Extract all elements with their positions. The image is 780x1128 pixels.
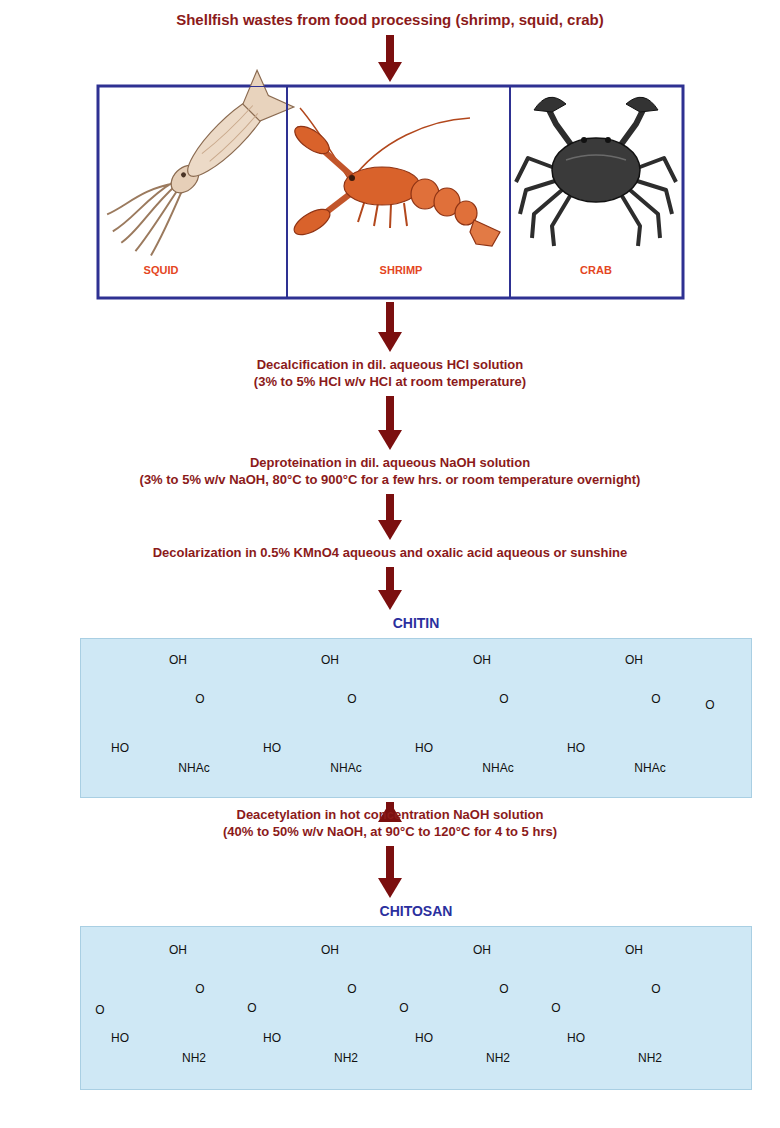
squid-illustration — [100, 67, 297, 264]
shrimp-illustration — [349, 175, 355, 181]
atom-label: O — [94, 1003, 105, 1017]
step-text: Deproteination in dil. aqueous NaOH solu… — [20, 454, 760, 471]
arrow-shaft — [386, 302, 394, 334]
step-text: Shellfish wastes from food processing (s… — [20, 10, 760, 29]
squid-illustration — [233, 70, 294, 131]
atom-label: NH2 — [637, 1051, 663, 1065]
squid-illustration — [202, 104, 260, 162]
atom-label: O — [346, 982, 357, 996]
atom-label: OH — [472, 943, 492, 957]
panel-label: SHRIMP — [380, 264, 423, 277]
crab-illustration — [605, 137, 611, 143]
process-step: Decalcification in dil. aqueous HCl solu… — [30, 356, 750, 392]
source-panel: CRAB — [510, 86, 683, 298]
crab-illustration — [516, 97, 676, 246]
atom-label: NHAc — [633, 761, 666, 775]
atom-label: HO — [566, 1031, 586, 1045]
step-condition: (3% to 5% HCl w/v HCl at room temperatur… — [30, 373, 750, 390]
step-text: Decolarization in 0.5% KMnO4 aqueous and… — [20, 544, 760, 561]
panel-label: CRAB — [580, 264, 612, 277]
arrow-shaft — [386, 35, 394, 64]
shrimp-illustration — [290, 108, 500, 246]
atom-label: OH — [168, 943, 188, 957]
atom-label: HO — [262, 1031, 282, 1045]
flow-arrow — [378, 302, 402, 352]
product-name: CHITOSAN — [80, 902, 752, 920]
atom-label: OH — [320, 943, 340, 957]
arrow-head — [378, 332, 402, 352]
arrow-shaft — [386, 846, 394, 880]
step-text: Deacetylation in hot concentration NaOH … — [30, 806, 750, 823]
shrimp-illustration — [325, 152, 352, 176]
arrow-head — [378, 430, 402, 450]
atom-label: O — [498, 692, 509, 706]
atom-label: HO — [414, 741, 434, 755]
source-panel: SHRIMP — [287, 86, 510, 298]
atom-label: O — [704, 698, 715, 712]
flow-arrow — [378, 567, 402, 610]
atom-label: OH — [472, 653, 492, 667]
atom-label: O — [346, 692, 357, 706]
arrow-head — [378, 62, 402, 82]
process-step: Deacetylation in hot concentration NaOH … — [30, 806, 750, 842]
atom-label: O — [650, 692, 661, 706]
source-panel: SQUID — [98, 86, 287, 298]
arrow-head — [378, 878, 402, 898]
atom-label: OH — [624, 653, 644, 667]
arrow-shaft — [386, 396, 394, 432]
atom-label: O — [246, 1001, 257, 1015]
process-step: Decolarization in 0.5% KMnO4 aqueous and… — [20, 544, 760, 563]
atom-label: NHAc — [481, 761, 514, 775]
atom-label: O — [498, 982, 509, 996]
step-condition: (3% to 5% w/v NaOH, 80°C to 900°C for a … — [20, 471, 760, 488]
panel-label: SQUID — [144, 264, 179, 277]
atom-label: O — [194, 982, 205, 996]
atom-label: OH — [168, 653, 188, 667]
flow-arrow — [378, 396, 402, 450]
atom-label: OH — [624, 943, 644, 957]
panel-frame — [98, 86, 683, 298]
step-text: Decalcification in dil. aqueous HCl solu… — [30, 356, 750, 373]
atom-label: NHAc — [329, 761, 362, 775]
crab-illustration — [566, 155, 626, 160]
atom-label: NH2 — [485, 1051, 511, 1065]
shrimp-illustration — [344, 167, 420, 205]
arrow-head — [378, 520, 402, 540]
atom-label: O — [550, 1001, 561, 1015]
crab-illustration — [552, 138, 640, 202]
atom-label: HO — [110, 1031, 130, 1045]
crab-illustration — [581, 137, 587, 143]
flow-arrow — [378, 846, 402, 898]
atom-label: HO — [262, 741, 282, 755]
process-step: Deproteination in dil. aqueous NaOH solu… — [20, 454, 760, 490]
source-heading: Shellfish wastes from food processing (s… — [20, 10, 760, 31]
atom-label: HO — [414, 1031, 434, 1045]
atom-label: HO — [110, 741, 130, 755]
crab-illustration — [534, 97, 658, 112]
atom-label: OH — [320, 653, 340, 667]
flow-arrow — [378, 494, 402, 540]
atom-label: O — [398, 1001, 409, 1015]
atom-label: NH2 — [333, 1051, 359, 1065]
atom-label: HO — [566, 741, 586, 755]
atom-label: O — [194, 692, 205, 706]
atom-label: NHAc — [177, 761, 210, 775]
step-condition: (40% to 50% w/v NaOH, at 90°C to 120°C f… — [30, 823, 750, 840]
arrow-head — [378, 590, 402, 610]
arrow-shaft — [386, 494, 394, 522]
atom-label: O — [650, 982, 661, 996]
shrimp-illustration — [290, 121, 333, 159]
flow-arrow — [378, 35, 402, 82]
shrimp-illustration — [470, 220, 500, 246]
shrimp-illustration — [290, 204, 334, 240]
atom-label: NH2 — [181, 1051, 207, 1065]
squid-illustration — [180, 171, 187, 178]
product-name: CHITIN — [80, 614, 752, 632]
arrow-shaft — [386, 567, 394, 592]
